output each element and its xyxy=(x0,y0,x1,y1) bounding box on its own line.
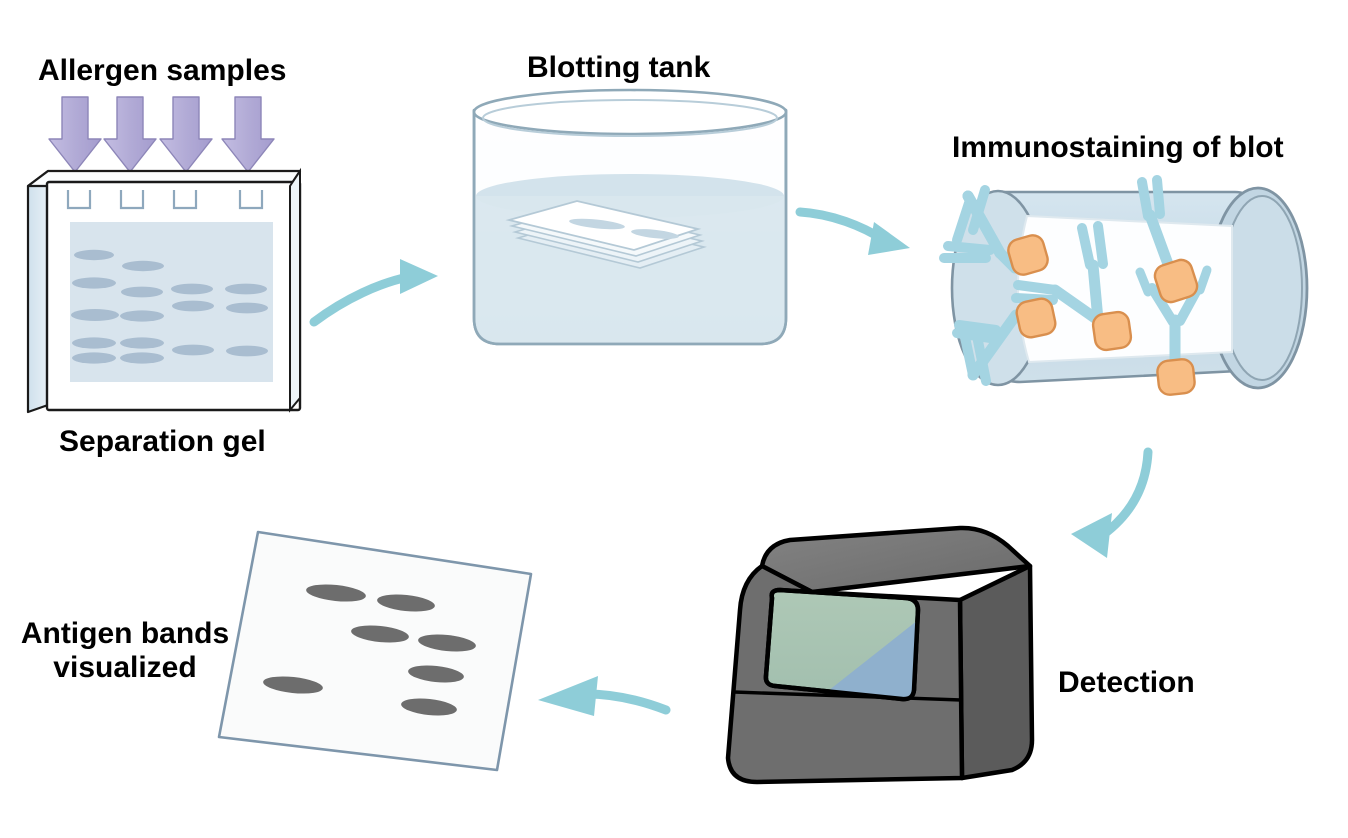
sample-arrow-down-icon xyxy=(103,96,157,173)
separation-gel xyxy=(26,167,302,414)
gel-band xyxy=(171,283,213,295)
gel-band xyxy=(72,337,116,349)
blot-bands-group xyxy=(263,584,476,716)
flow-arrow-immunostaining-to-detection-icon xyxy=(1071,447,1153,558)
gel-band xyxy=(72,352,116,364)
antibody-icon xyxy=(952,309,1022,386)
blot-band xyxy=(351,625,409,643)
antibodies-group xyxy=(939,175,1212,386)
gel-band xyxy=(172,344,214,356)
gel-band xyxy=(122,260,164,272)
label-blotting-tank: Blotting tank xyxy=(527,51,711,84)
blotting-tank xyxy=(472,88,788,346)
blot-band xyxy=(377,594,435,612)
gel-band xyxy=(120,337,164,349)
sample-arrow-down-icon xyxy=(159,96,213,173)
antigen-icon xyxy=(1153,258,1199,304)
antigen-icon xyxy=(1015,297,1057,339)
antigen-icon xyxy=(1007,234,1049,276)
blot-band xyxy=(401,698,457,716)
sample-arrow-down-icon xyxy=(221,96,275,173)
blot-band xyxy=(306,584,366,602)
sample-arrows-group xyxy=(48,96,275,173)
sample-arrow-down-icon xyxy=(48,96,102,173)
membrane-band xyxy=(569,218,625,230)
gel-band xyxy=(120,310,164,322)
antigen-bands-panel xyxy=(217,530,533,772)
gel-wells-group xyxy=(66,190,264,210)
label-separation-gel: Separation gel xyxy=(59,425,266,458)
blot-band xyxy=(408,665,464,683)
membrane-band xyxy=(631,229,679,239)
antigens-group xyxy=(1007,234,1199,396)
gel-band xyxy=(72,277,116,289)
label-immunostaining: Immunostaining of blot xyxy=(952,131,1284,164)
screen-reflection xyxy=(828,620,918,700)
gel-band xyxy=(71,309,119,321)
membrane-stack xyxy=(505,200,707,269)
label-antigen-bands: Antigen bands visualized xyxy=(20,617,230,684)
blot-band xyxy=(418,634,476,652)
gel-band xyxy=(74,249,114,261)
label-allergen-samples: Allergen samples xyxy=(38,54,287,87)
flow-arrow-gel-to-tank-icon xyxy=(309,259,438,327)
label-detection: Detection xyxy=(1058,666,1195,699)
antibody-icon xyxy=(939,185,1021,274)
gel-band xyxy=(226,302,268,314)
immunostaining-cylinder xyxy=(939,175,1309,396)
gel-band xyxy=(121,286,163,298)
detection-machine xyxy=(725,525,1035,785)
antigen-icon xyxy=(1156,358,1196,396)
flow-arrow-tank-to-immunostaining-icon xyxy=(795,207,910,255)
gel-band xyxy=(120,352,164,364)
blot-band xyxy=(263,676,323,694)
flow-arrow-detection-to-bands-icon xyxy=(538,676,671,716)
gel-band xyxy=(172,300,214,312)
antibody-icon xyxy=(1077,221,1108,326)
gel-bands-group xyxy=(71,249,268,364)
gel-band xyxy=(226,345,268,357)
gel-band xyxy=(225,283,267,295)
tank-rim xyxy=(472,88,788,136)
antigen-icon xyxy=(1091,310,1133,352)
